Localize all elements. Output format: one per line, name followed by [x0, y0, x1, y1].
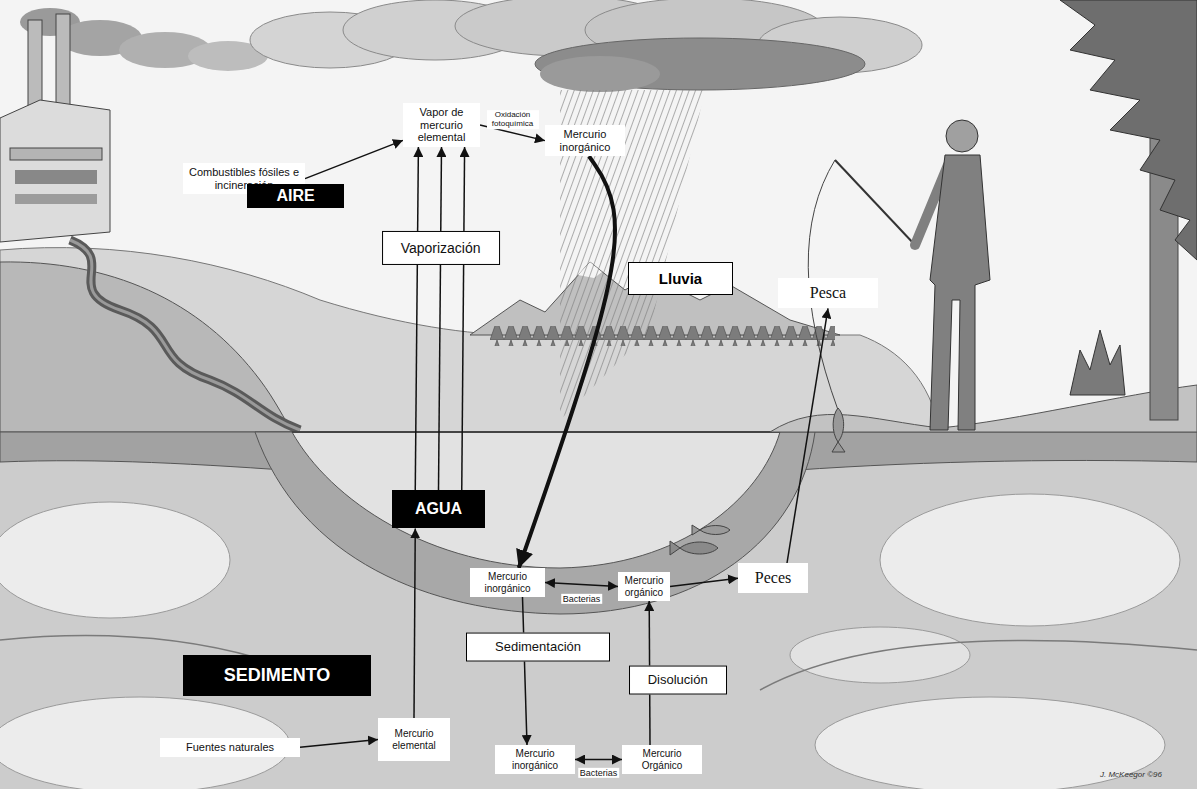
rock-layer: [0, 502, 230, 618]
node-text: AGUA: [396, 500, 481, 518]
fisherman: [930, 155, 990, 430]
flow-arrow: [519, 156, 615, 568]
fish: [692, 525, 730, 535]
rock-layer: [815, 697, 1165, 789]
flow-arrow: [300, 740, 378, 748]
edge-label: Bacterias: [561, 593, 603, 603]
species-box: Mercurio elemental: [378, 718, 450, 761]
node-text: Fuentes naturales: [164, 741, 296, 754]
flow-arrow: [415, 147, 418, 490]
node-text: Mercurio Orgánico: [626, 748, 698, 771]
compartment-label: SEDIMENTO: [183, 655, 371, 696]
node-text: Mercurio elemental: [382, 728, 446, 751]
flow-arrow: [787, 308, 828, 563]
rock-layer: [880, 494, 1180, 626]
species-box: Mercurio Orgánico: [622, 745, 702, 774]
factory-windows: [15, 170, 97, 184]
rain-cloud: [540, 56, 660, 92]
edge-label: Oxidación fotoquímica: [487, 110, 539, 130]
bush: [1070, 330, 1125, 395]
species-box: Mercurio inorgánico: [470, 568, 545, 597]
node-text: SEDIMENTO: [187, 665, 367, 686]
factory-windows: [15, 194, 97, 204]
edge-label: Vaporización: [382, 231, 500, 265]
node-text: AIRE: [251, 187, 340, 205]
factory-roof: [10, 148, 102, 160]
node-text: Mercurio inorgánico: [499, 748, 571, 771]
flow-arrow: [414, 528, 415, 718]
node-text: Pesca: [782, 284, 874, 302]
flow-arrow: [523, 597, 528, 745]
species-box: Mercurio inorgánico: [545, 125, 625, 156]
node-text: Peces: [742, 569, 804, 587]
river: [70, 240, 300, 430]
species-box: Mercurio orgánico: [618, 572, 670, 601]
left-hill: [0, 262, 292, 432]
activity-box: Pesca: [778, 278, 878, 308]
edge-label: Bacterias: [578, 767, 620, 777]
species-box: Mercurio inorgánico: [495, 745, 575, 774]
far-land: [0, 248, 940, 432]
signature: J. McKeegor ©96: [1100, 770, 1162, 779]
edge-label: Sedimentación: [466, 633, 610, 662]
source-box: Fuentes naturales: [160, 738, 300, 757]
compartment-label: AGUA: [392, 490, 485, 528]
rock-layer: [790, 627, 970, 683]
factory: [0, 100, 110, 242]
edge-label: Disolución: [629, 666, 727, 695]
node-text: Mercurio orgánico: [622, 575, 666, 598]
node-text: Lluvia: [633, 270, 728, 287]
lake-water: [292, 432, 780, 568]
node-text: Mercurio inorgánico: [474, 571, 541, 594]
flow-arrow: [439, 147, 442, 490]
flow-arrow: [670, 578, 738, 586]
compartment-label: AIRE: [247, 184, 344, 208]
fish: [670, 541, 718, 555]
fisherman-head: [946, 120, 978, 152]
flow-arrow: [305, 140, 403, 178]
organism-box: Peces: [738, 563, 808, 593]
flow-arrow: [462, 147, 465, 490]
flow-arrow: [575, 759, 622, 761]
forest: [490, 326, 835, 346]
fishing-rod: [835, 160, 915, 245]
species-box: Vapor de mercurio elemental: [403, 103, 480, 147]
flow-arrow: [545, 583, 618, 587]
node-text: Vapor de mercurio elemental: [407, 106, 476, 144]
tree-foliage: [1060, 0, 1197, 260]
chimney: [56, 14, 70, 114]
water-surface: [292, 431, 780, 433]
river-highlight: [70, 240, 300, 430]
process-box: Lluvia: [628, 262, 733, 295]
caught-fish: [832, 408, 845, 452]
node-text: Mercurio inorgánico: [549, 128, 621, 153]
